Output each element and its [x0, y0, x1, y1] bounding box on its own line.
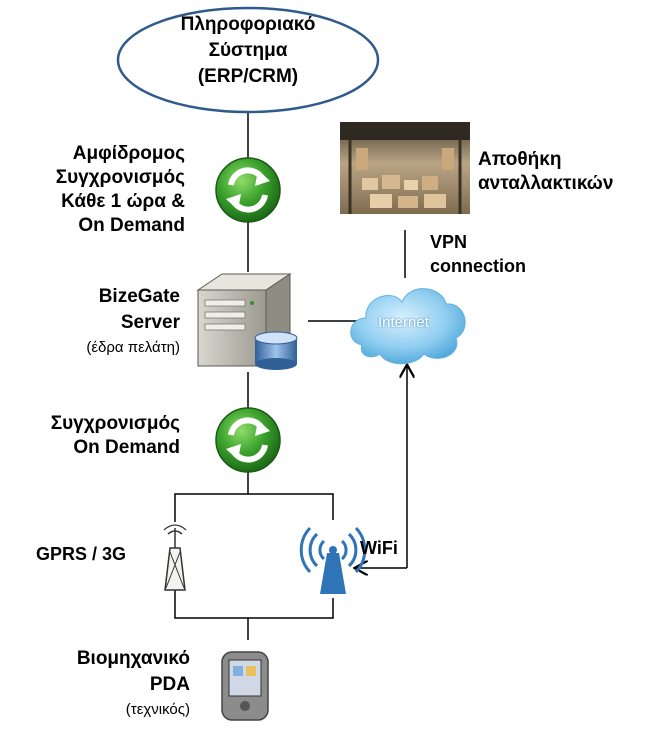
wifi-label: WiFi: [360, 538, 398, 558]
sync-icon-top: [215, 157, 281, 223]
pda-label: Βιομηχανικό PDA (τεχνικός): [76, 648, 190, 718]
pda-icon: [221, 651, 269, 721]
vpn-label: VPN connection: [430, 232, 527, 276]
sync-bottom-label: Συγχρονισμός On Demand: [50, 413, 180, 458]
connector-lines: [174, 112, 407, 640]
antenna-icon: [163, 524, 187, 591]
server-label: BizeGate Server (έδρα πελάτη): [86, 286, 180, 356]
internet-label: Internet: [378, 314, 429, 331]
wifi-icon: [299, 526, 367, 594]
database-icon: [254, 331, 298, 370]
erp-ellipse: [116, 6, 380, 114]
internet-cloud-icon: [350, 288, 466, 365]
sync-top-label: Αμφίδρομος Συγχρονισμός Κάθε 1 ώρα & On …: [55, 143, 185, 236]
sync-icon-bottom: [215, 407, 281, 473]
warehouse-photo: [340, 122, 470, 214]
erp-label: Πληροφοριακό Σύστημα (ERP/CRM): [180, 14, 316, 87]
warehouse-label: Αποθήκη ανταλλακτικών: [478, 149, 614, 194]
gprs-label: GPRS / 3G: [36, 544, 127, 564]
